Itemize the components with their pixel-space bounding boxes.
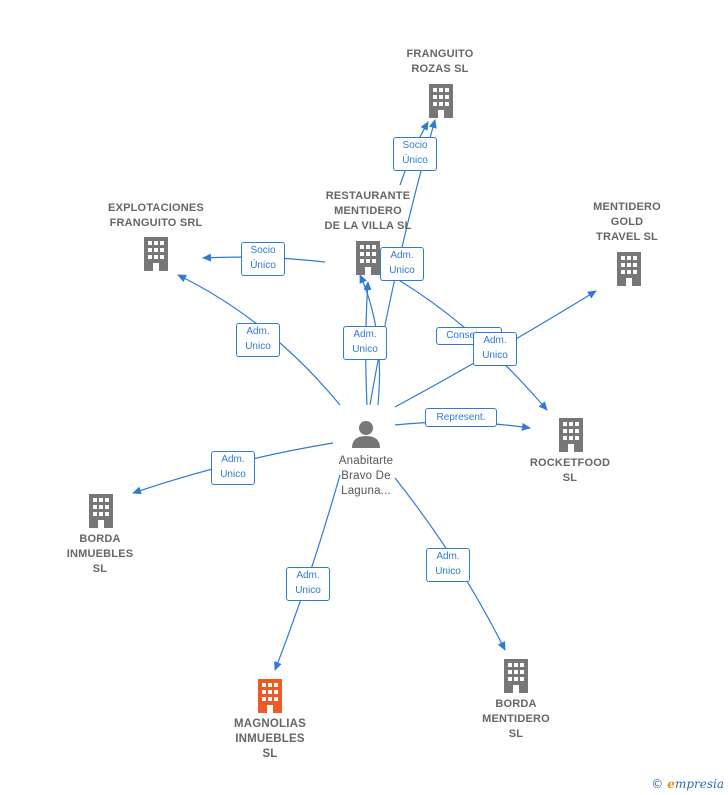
node-label-restaurante-mentidero[interactable]: RESTAURANTE MENTIDERO DE LA VILLA SL (324, 190, 412, 232)
edge-label-adm-explotaciones: Adm. Unico (236, 323, 280, 357)
node-label-mentidero-gold[interactable]: MENTIDERO GOLD TRAVEL SL (593, 201, 661, 243)
building-icon[interactable] (87, 494, 115, 528)
empresia-logo[interactable]: ©empresia (651, 777, 724, 791)
copyright-icon: © (651, 777, 664, 791)
brand-initial: e (667, 777, 675, 791)
edge-label-represent: Represent. (425, 408, 497, 427)
center-person-label[interactable]: Anabitarte Bravo De Laguna... (338, 455, 394, 497)
edge-label-socio-explotaciones: Socio Único (241, 242, 285, 276)
edge-label-adm-restaurante: Adm. Unico (380, 247, 424, 281)
node-label-magnolias[interactable]: MAGNOLIAS INMUEBLES SL (233, 718, 307, 760)
building-icon[interactable] (615, 252, 643, 286)
edge-label-adm-restaurante-b: Adm. Unico (343, 326, 387, 360)
edge-label-adm-borda-inmuebles: Adm. Unico (211, 451, 255, 485)
building-icon[interactable] (256, 679, 284, 713)
node-label-borda-inmuebles[interactable]: BORDA INMUEBLES SL (66, 533, 134, 575)
building-icon[interactable] (557, 418, 585, 452)
building-icon[interactable] (427, 84, 455, 118)
node-label-borda-mentidero[interactable]: BORDA MENTIDERO SL (482, 698, 550, 740)
edge-label-socio-franguito: Socio Único (393, 137, 437, 171)
building-icon[interactable] (142, 237, 170, 271)
building-icon[interactable] (354, 241, 382, 275)
node-label-rocketfood[interactable]: ROCKETFOOD SL (529, 457, 611, 484)
person-icon[interactable] (352, 421, 380, 448)
edge-label-adm-borda-mentidero: Adm. Unico (426, 548, 470, 582)
brand-name: mpresia (674, 777, 724, 791)
edge-label-adm-magnolias: Adm. Unico (286, 567, 330, 601)
building-icon[interactable] (502, 659, 530, 693)
edge-label-adm-mentidero-gold: Adm. Unico (473, 332, 517, 366)
node-label-franguito-rozas[interactable]: FRANGUITO ROZAS SL (406, 48, 474, 75)
node-label-explotaciones-franguito[interactable]: EXPLOTACIONES FRANGUITO SRL (108, 202, 204, 229)
